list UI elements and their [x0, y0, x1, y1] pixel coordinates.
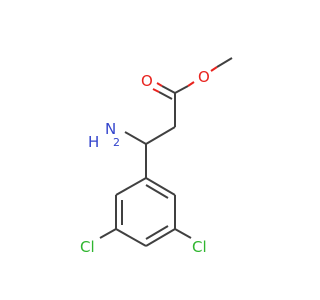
atom-amine-h: H [88, 133, 99, 151]
atom-amine-n: N [105, 120, 116, 138]
ring-bond-1 [115, 177, 147, 196]
ring-to-cl-right-bond [174, 228, 192, 239]
atom-ether-o: O [198, 68, 210, 86]
ch-to-ch2-bond [145, 126, 176, 145]
carbonyl-double-a [161, 85, 176, 94]
ring-bond-3 [115, 228, 147, 247]
ring-to-cl-left-bond [99, 228, 117, 239]
atom-chlorine-right: Cl [192, 238, 207, 256]
atom-chlorine-left: Cl [80, 238, 95, 256]
ring-double-2 [145, 225, 169, 240]
ring-bond-4 [145, 228, 176, 247]
carbonyl-double-b-o [152, 88, 160, 93]
atom-amine-subscript: 2 [113, 136, 120, 149]
carbonyl-to-ether-bond [174, 85, 189, 94]
carbonyl-to-ether-bond-o [187, 81, 195, 87]
molecule-drawing: H N 2 O O Cl Cl [80, 57, 233, 256]
ether-to-methyl-bond-o [210, 66, 218, 72]
structure-svg: H N 2 O O Cl Cl [80, 57, 233, 256]
ch-to-nh2-bond [124, 131, 147, 145]
atom-carbonyl-o: O [141, 72, 153, 90]
ring-double-3 [145, 184, 169, 199]
bonds [99, 57, 233, 247]
ring-bond-6 [145, 177, 176, 196]
atom-labels: H N 2 O O Cl Cl [80, 68, 210, 256]
carbonyl-double-a-o [156, 82, 163, 87]
carbonyl-double-b [158, 91, 173, 100]
ether-to-methyl-bond [216, 57, 233, 68]
